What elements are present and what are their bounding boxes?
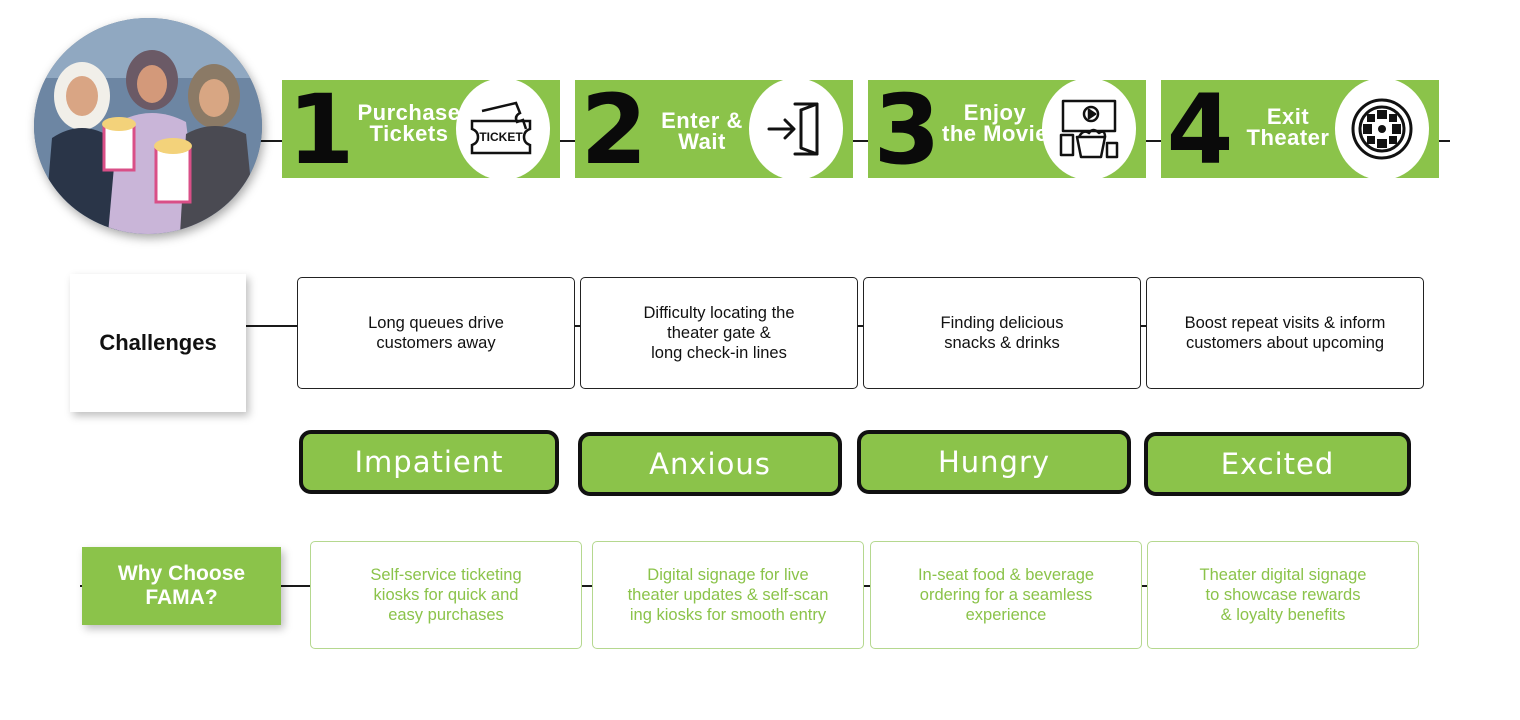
step-number: 3 [873,74,941,186]
challenge-text: Long queues drive customers away [368,314,504,352]
why-choose-heading-text: Why Choose FAMA? [117,562,246,609]
step-3: 3 Enjoy the Movie [868,74,1146,186]
challenge-text: Boost repeat visits & inform customers a… [1184,314,1386,352]
step-label: Enjoy the Movie [942,100,1048,146]
solution-text: Theater digital signage to showcase rewa… [1199,566,1367,624]
step-label: Purchase Tickets [357,100,461,146]
challenge-text: Difficulty locating the theater gate & l… [643,304,795,362]
challenge-box: Long queues drive customers away [297,277,575,389]
customers-photo [34,18,262,234]
challenges-heading: Challenges [70,274,246,412]
solution-box: Self-service ticketing kiosks for quick … [310,541,582,649]
step-label: Enter & Wait [661,108,743,154]
challenge-box: Difficulty locating the theater gate & l… [580,277,858,389]
step-number: 1 [287,74,355,186]
emotion-badge: Anxious [578,432,842,496]
step-1: 1 Purchase Tickets TICKET [282,74,560,186]
step-label: Exit Theater [1246,104,1330,150]
solution-box: Digital signage for live theater updates… [592,541,864,649]
emotion-badge: Hungry [857,430,1131,494]
step-4: 4 Exit Theater [1161,74,1439,186]
solution-text: Self-service ticketing kiosks for quick … [370,566,522,624]
enter-door-icon [749,78,843,180]
movie-screen-popcorn-icon [1042,78,1136,180]
ticket-icon-text: TICKET [479,130,523,144]
solution-text: Digital signage for live theater updates… [627,566,829,624]
challenge-box: Finding delicious snacks & drinks [863,277,1141,389]
step-number: 2 [580,74,648,186]
solution-box: In-seat food & beverage ordering for a s… [870,541,1142,649]
ticket-icon: TICKET [456,78,550,180]
step-2: 2 Enter & Wait [575,74,853,186]
why-choose-heading: Why Choose FAMA? [82,547,281,625]
emotion-badge: Excited [1144,432,1411,496]
emotion-badge: Impatient [299,430,559,494]
solution-box: Theater digital signage to showcase rewa… [1147,541,1419,649]
film-reel-icon [1335,78,1429,180]
challenge-text: Finding delicious snacks & drinks [940,314,1064,352]
challenge-box: Boost repeat visits & inform customers a… [1146,277,1424,389]
step-number: 4 [1166,74,1234,186]
solution-text: In-seat food & beverage ordering for a s… [917,566,1095,624]
